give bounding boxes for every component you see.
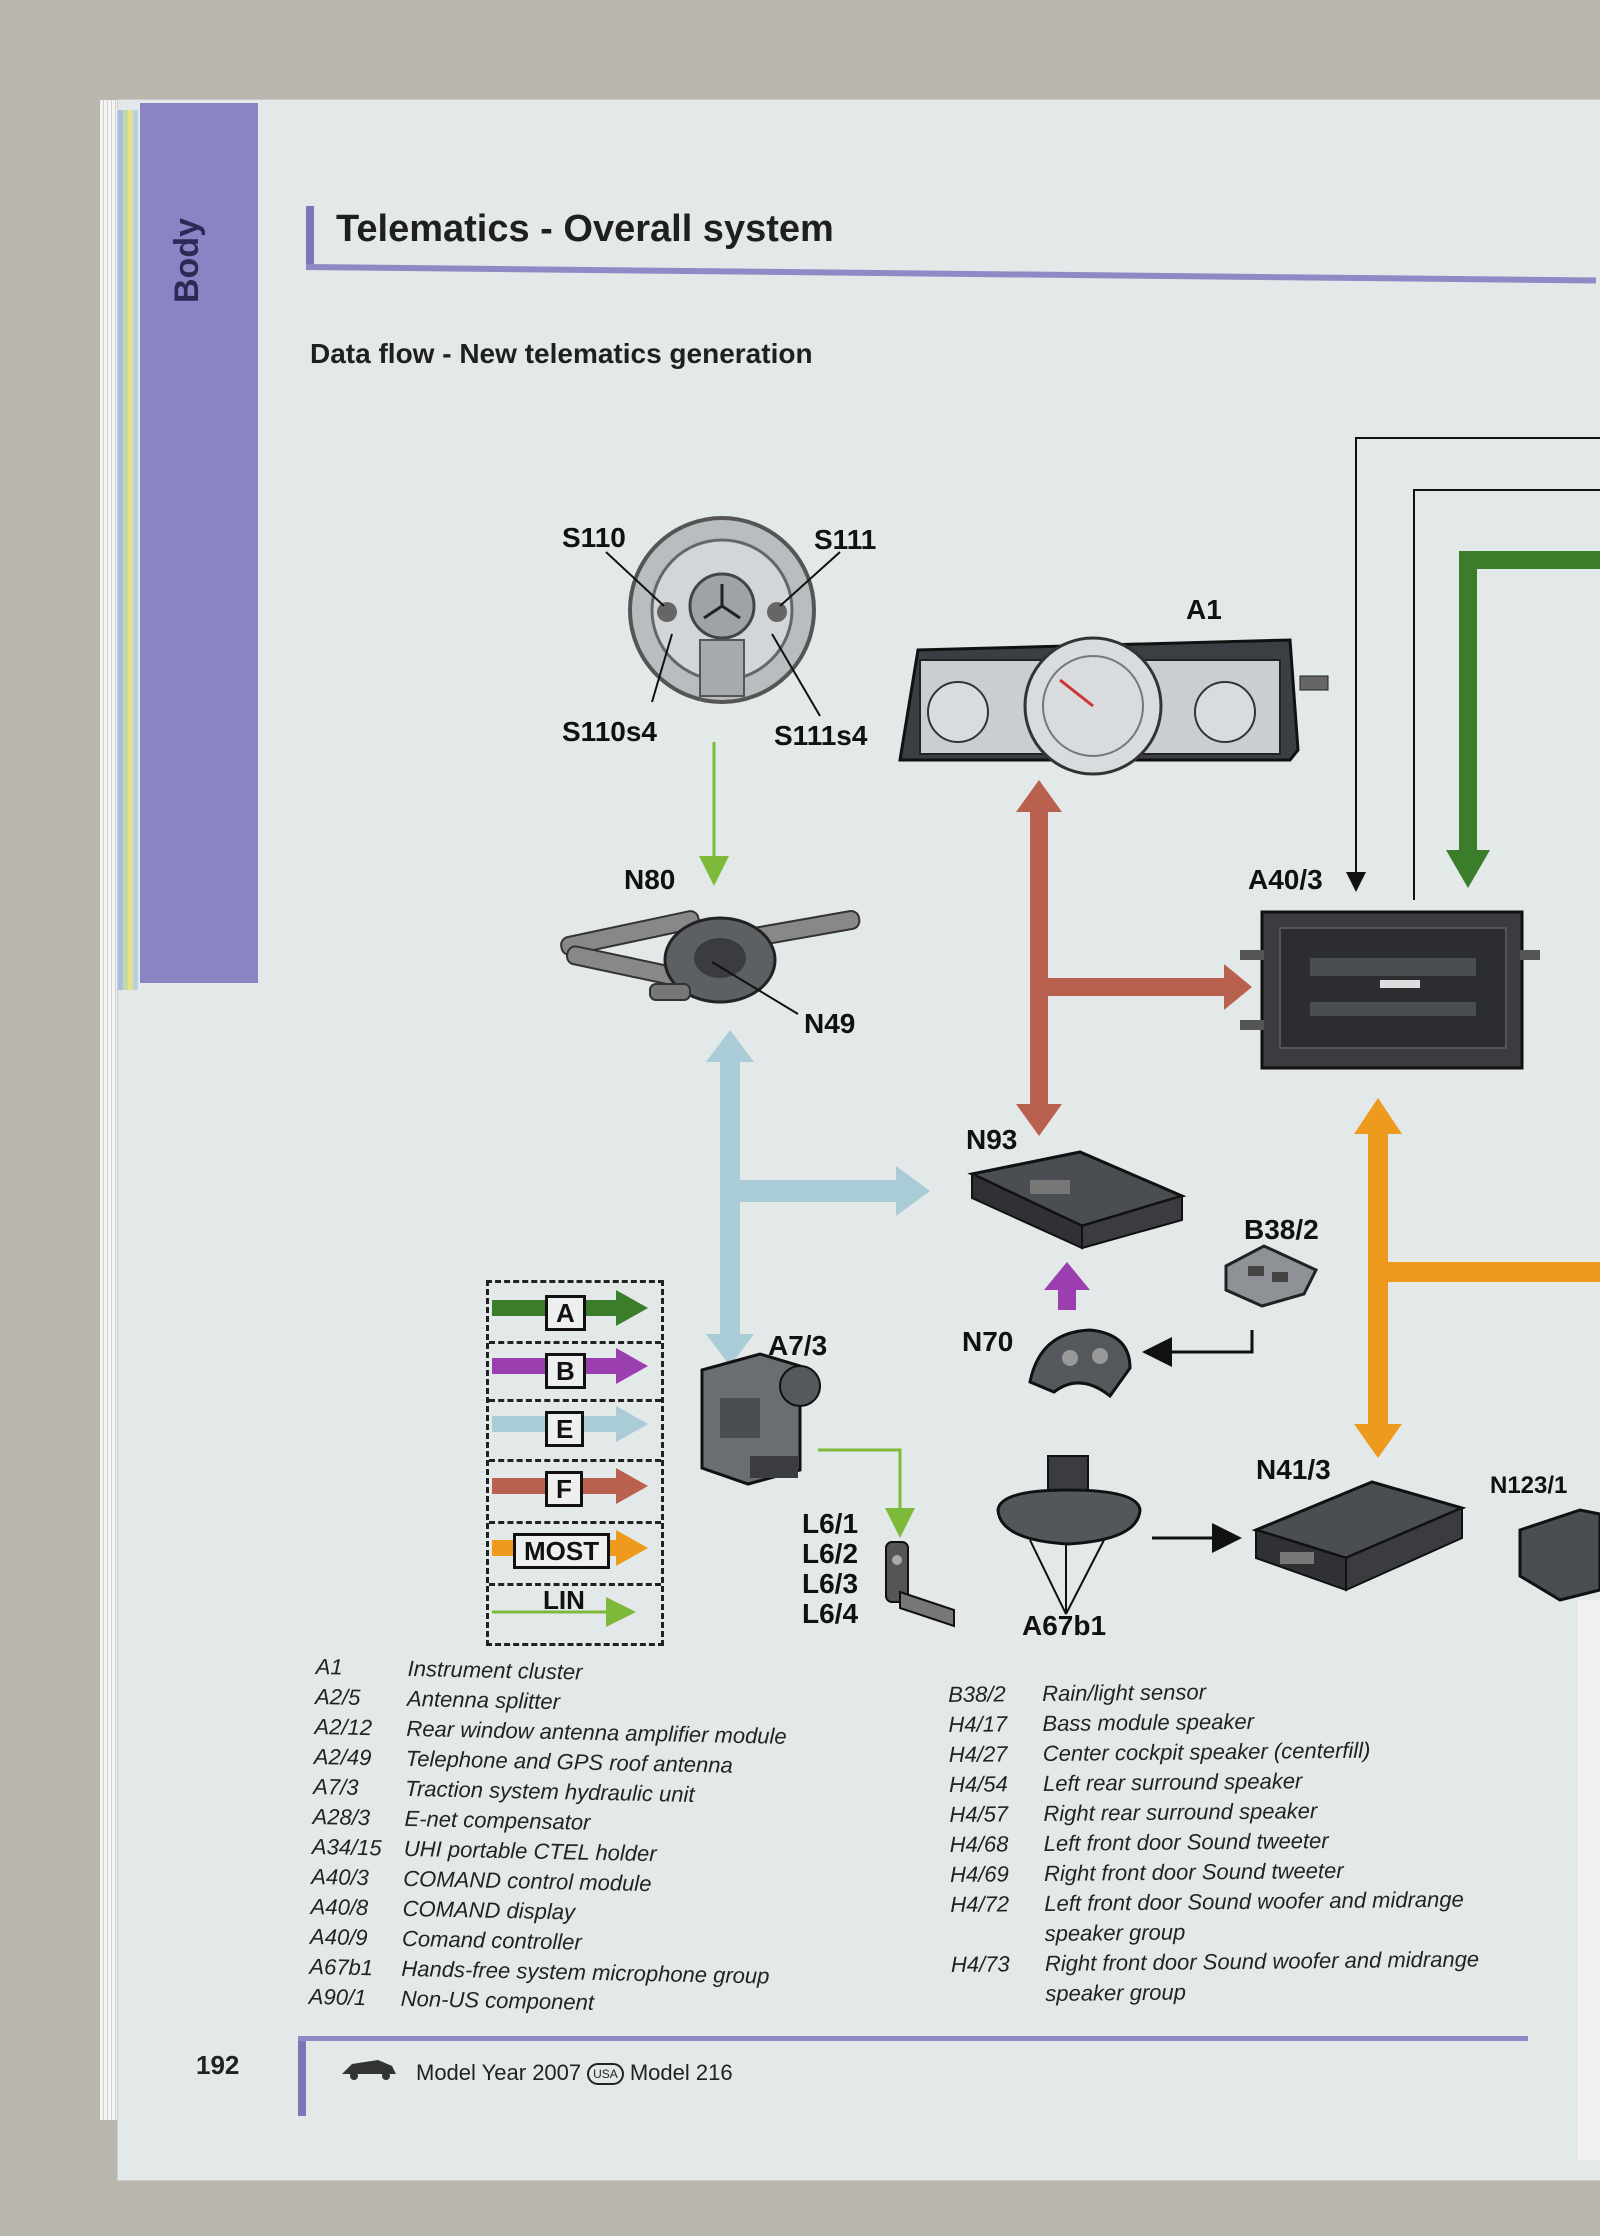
- footer-model: Model 216: [629, 2060, 733, 2085]
- traction-hydraulic-unit-icon: [700, 1352, 821, 1486]
- label-n93: N93: [966, 1124, 1018, 1155]
- legend-item-lin: LIN: [489, 1583, 661, 1639]
- antenna-line-2: [1413, 489, 1600, 900]
- section-tab: Body: [140, 103, 258, 983]
- lin-line-a7-3-to-l6: [818, 1448, 915, 1538]
- footer-rule: [298, 2036, 1528, 2041]
- bus-most-arrows: [1354, 1098, 1600, 1458]
- legend-item-e: E: [489, 1399, 661, 1462]
- legend-key: E: [545, 1411, 585, 1447]
- label-l6-3: L6/3: [802, 1568, 859, 1599]
- legend: A B E F MOST LIN: [486, 1280, 664, 1646]
- antenna-line-1: [1346, 437, 1600, 892]
- label-a7-3: A7/3: [768, 1330, 828, 1361]
- label-a67b1: A67b1: [1022, 1610, 1107, 1641]
- color-index-strip: [118, 110, 138, 990]
- legend-item-most: MOST: [489, 1521, 661, 1586]
- microphone-group-icon: [996, 1455, 1142, 1546]
- label-b38-2: B38/2: [1244, 1214, 1319, 1245]
- bus-f-arrows: [1016, 780, 1252, 1136]
- legend-item-b: B: [489, 1341, 661, 1402]
- label-n41-3: N41/3: [1256, 1454, 1331, 1485]
- label-s111: S111: [814, 524, 877, 555]
- steering-wheel-callouts: [605, 551, 841, 717]
- legend-item-f: F: [489, 1459, 661, 1524]
- legend-item-a: A: [489, 1283, 661, 1344]
- legend-key: A: [545, 1295, 586, 1331]
- bus-e-arrows: [706, 1030, 930, 1366]
- label-s110s4: S110s4: [562, 716, 657, 747]
- label-n80: N80: [624, 864, 676, 895]
- n93-module-icon: [967, 1150, 1187, 1250]
- label-l6-2: L6/2: [802, 1538, 859, 1569]
- n41-3-module-icon: [1251, 1480, 1467, 1592]
- n123-1-module-icon: [1518, 1508, 1600, 1602]
- label-n123-1: N123/1: [1490, 1472, 1568, 1499]
- instrument-cluster-icon: [898, 636, 1329, 776]
- page-title: Telematics - Overall system: [336, 208, 834, 250]
- n70-overhead-panel-icon: [1028, 1328, 1132, 1399]
- label-s111s4: S111s4: [774, 720, 868, 751]
- b38-2-to-n70-line: [1142, 1330, 1254, 1367]
- legend-key: F: [545, 1471, 583, 1507]
- steering-wheel-icon: [628, 516, 816, 704]
- footer-model-year: Model Year 2007: [416, 2060, 582, 2085]
- rain-light-sensor-icon: [1224, 1244, 1319, 1308]
- book-page: [118, 100, 1600, 2180]
- steering-column-module-icon: [560, 909, 861, 1004]
- bus-b-arrow: [1044, 1262, 1090, 1310]
- list-item: speaker group: [1045, 1979, 1187, 2006]
- label-n49: N49: [804, 1008, 856, 1039]
- label-a1: A1: [1186, 594, 1222, 625]
- label-s110: S110: [562, 522, 626, 553]
- legend-key: B: [545, 1353, 586, 1389]
- page-number: 192: [196, 2050, 240, 2080]
- bus-a-arrow: [1446, 551, 1600, 888]
- comand-control-module-icon: [1240, 910, 1540, 1070]
- legend-key: MOST: [513, 1533, 611, 1569]
- n49-callout: [711, 961, 799, 1015]
- wheel-speed-sensor-icon: [885, 1541, 955, 1628]
- title-accent-bar: [306, 206, 314, 266]
- usa-badge: USA: [587, 2063, 624, 2086]
- footer-accent-bar: [298, 2036, 306, 2116]
- diagram-subtitle: Data flow - New telematics generation: [310, 338, 813, 369]
- label-l6-1: L6/1: [802, 1508, 859, 1539]
- microphone-callouts: [1029, 1539, 1105, 1615]
- label-a40-3: A40/3: [1248, 864, 1323, 895]
- facing-page-edge: [1578, 1600, 1600, 2160]
- legend-key: LIN: [543, 1585, 585, 1615]
- label-l6-4: L6/4: [802, 1598, 859, 1629]
- label-n70: N70: [962, 1326, 1014, 1357]
